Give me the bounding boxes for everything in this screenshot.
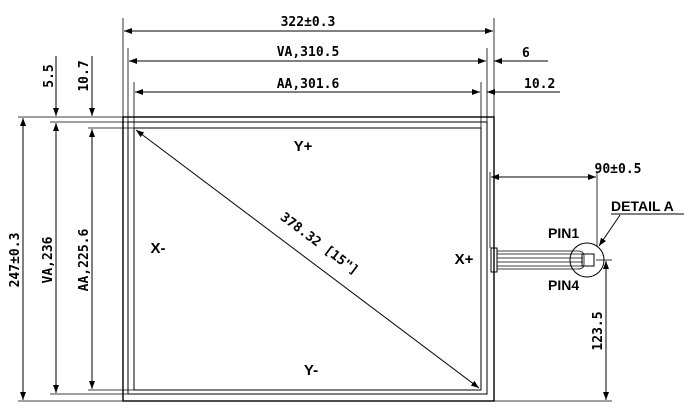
- label-pin4: PIN4: [548, 277, 579, 293]
- dim-va-height: VA,236: [41, 236, 56, 283]
- outer-outline: [122, 116, 495, 402]
- dim-aa-height: AA,225.6: [77, 229, 92, 292]
- label-y-plus: Y+: [294, 138, 313, 155]
- label-x-plus: X+: [455, 251, 474, 268]
- dim-overall-height: 247±0.3: [8, 233, 23, 288]
- label-pin1: PIN1: [548, 225, 579, 241]
- va-outline: [127, 121, 488, 395]
- dim-va-width: VA,310.5: [277, 45, 340, 60]
- dim-left-gap-top: 5.5: [42, 64, 57, 87]
- label-x-minus: X-: [151, 240, 166, 257]
- dim-right-gap-aa: 10.2: [524, 77, 555, 92]
- label-detail-a: DETAIL A: [611, 198, 674, 214]
- aa-outline: [133, 127, 482, 391]
- dim-overall-width: 322±0.3: [281, 15, 336, 30]
- dim-right-gap-va: 6: [522, 46, 530, 61]
- dim-tail-length: 90±0.5: [595, 162, 642, 177]
- fpc-tail: [490, 247, 595, 273]
- label-y-minus: Y-: [304, 362, 318, 379]
- detail-a-leader: [598, 214, 621, 247]
- dim-left-gap-aa: 10.7: [77, 60, 92, 91]
- dim-aa-width: AA,301.6: [277, 77, 340, 92]
- dim-tail-height: 123.5: [591, 311, 606, 350]
- dim-line-diagonal: [135, 129, 480, 389]
